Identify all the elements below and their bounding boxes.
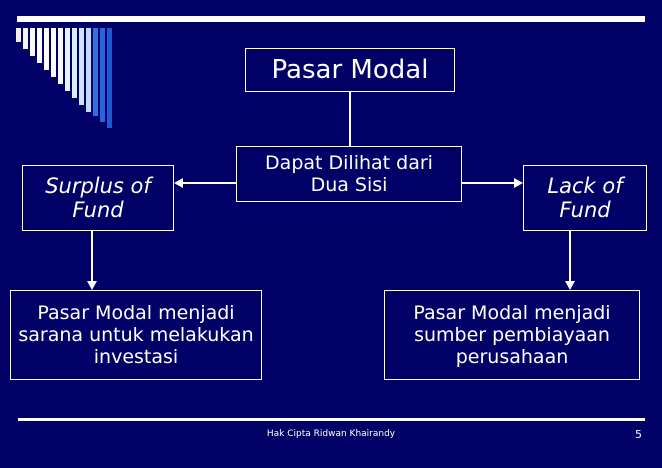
connector-middle-to-left	[183, 182, 236, 184]
bottom-divider-rule	[18, 418, 645, 421]
arrow-down-left-icon	[87, 281, 97, 290]
middle-box-label: Dapat Dilihat dari Dua Sisi	[265, 151, 433, 196]
right-box-label: Lack of Fund	[547, 173, 623, 222]
decorative-bar	[30, 28, 35, 56]
decorative-bar	[107, 28, 112, 128]
connector-middle-to-right	[462, 182, 514, 184]
page-number: 5	[635, 428, 642, 441]
bottom-left-box-label: Pasar Modal menjadi sarana untuk melakuk…	[18, 301, 254, 369]
arrow-down-right-icon	[565, 281, 575, 290]
footer-copyright: Hak Cipta Ridwan Khairandy	[266, 429, 396, 439]
decorative-bar	[37, 28, 42, 63]
bottom-right-box: Pasar Modal menjadi sumber pembiayaan pe…	[384, 290, 640, 380]
connector-right-to-bottom-right	[569, 231, 571, 281]
decorative-bar	[23, 28, 28, 49]
bottom-right-box-label: Pasar Modal menjadi sumber pembiayaan pe…	[413, 301, 611, 369]
decorative-bar	[16, 28, 21, 42]
bottom-left-box: Pasar Modal menjadi sarana untuk melakuk…	[10, 290, 262, 380]
decorative-bar	[51, 28, 56, 77]
line-title-to-middle	[349, 92, 351, 146]
decorative-bar	[58, 28, 63, 84]
left-box: Surplus of Fund	[22, 165, 174, 231]
decorative-bar	[72, 28, 77, 98]
decorative-bar	[86, 28, 91, 112]
decorative-bar	[79, 28, 84, 105]
middle-box: Dapat Dilihat dari Dua Sisi	[236, 146, 462, 202]
decorative-bar	[65, 28, 70, 91]
right-box: Lack of Fund	[523, 165, 647, 231]
decorative-bar	[93, 28, 98, 116]
connector-left-to-bottom-left	[91, 231, 93, 281]
arrow-right-icon	[514, 178, 523, 188]
left-box-label: Surplus of Fund	[45, 173, 151, 222]
title-box: Pasar Modal	[245, 48, 455, 92]
page-title: Pasar Modal	[271, 54, 429, 85]
top-divider-rule	[17, 16, 645, 22]
decorative-bar	[44, 28, 49, 70]
decorative-bar	[100, 28, 105, 122]
descending-bar-graphic	[16, 28, 112, 128]
arrow-left-icon	[174, 178, 183, 188]
